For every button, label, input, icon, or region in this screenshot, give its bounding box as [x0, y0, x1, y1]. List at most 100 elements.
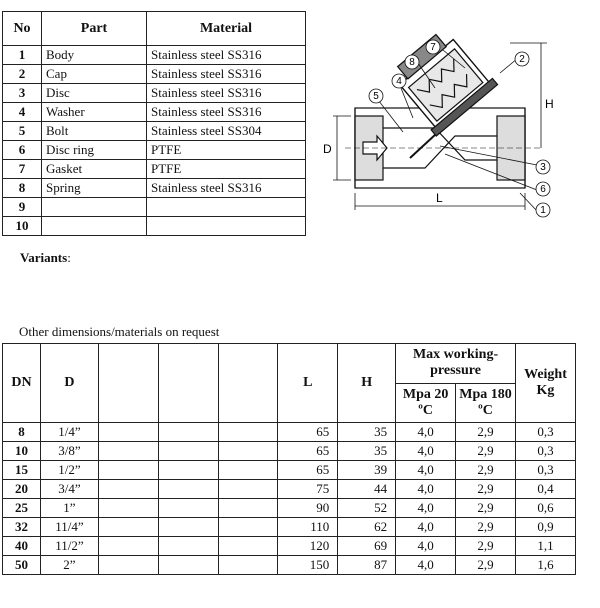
- dims-cell-dn: 20: [2, 479, 41, 499]
- dims-cell-p20: 4,0: [395, 555, 457, 575]
- dims-cell-p20: 4,0: [395, 479, 457, 499]
- header-max-pressure: Max working-pressure: [395, 343, 516, 384]
- dims-cell-dn: 25: [2, 498, 41, 518]
- part-name: Washer: [41, 102, 147, 122]
- part-material: Stainless steel SS316: [146, 64, 306, 84]
- callout-2: 2: [519, 54, 525, 65]
- dims-cell-d: 1”: [39, 498, 99, 518]
- dims-cell-kg: 1,1: [514, 536, 577, 556]
- dims-cell-p20: 4,0: [395, 498, 457, 518]
- dims-cell-h: 69: [337, 536, 397, 556]
- dims-cell-blank: [97, 460, 159, 480]
- dims-cell-dn: 32: [2, 517, 41, 537]
- part-no: 6: [2, 140, 42, 160]
- part-material: Stainless steel SS316: [146, 45, 306, 65]
- part-no: 1: [2, 45, 42, 65]
- part-material: Stainless steel SS316: [146, 83, 306, 103]
- callout-5: 5: [373, 91, 379, 102]
- dims-cell-p180: 2,9: [455, 517, 516, 537]
- dims-cell-blank: [217, 441, 279, 461]
- dims-cell-h: 52: [337, 498, 397, 518]
- part-name: Disc: [41, 83, 147, 103]
- header-blank-1: [97, 343, 159, 423]
- dims-cell-blank: [157, 536, 219, 556]
- dims-cell-l: 65: [277, 441, 339, 461]
- dims-cell-blank: [97, 422, 159, 442]
- header-l: L: [277, 343, 339, 423]
- part-material: PTFE: [146, 159, 306, 179]
- dims-cell-blank: [157, 517, 219, 537]
- dims-cell-p20: 4,0: [395, 517, 457, 537]
- dims-cell-l: 120: [277, 536, 339, 556]
- part-no: 10: [2, 216, 42, 236]
- dims-cell-dn: 15: [2, 460, 41, 480]
- dims-cell-l: 65: [277, 460, 339, 480]
- dims-cell-kg: 0,6: [514, 498, 577, 518]
- part-material: Stainless steel SS316: [146, 102, 306, 122]
- part-name: Spring: [41, 178, 147, 198]
- dims-cell-l: 90: [277, 498, 339, 518]
- dims-cell-h: 62: [337, 517, 397, 537]
- dims-cell-h: 39: [337, 460, 397, 480]
- dims-cell-blank: [157, 498, 219, 518]
- other-dimensions-note: Other dimensions/materials on request: [19, 324, 220, 339]
- dims-cell-l: 110: [277, 517, 339, 537]
- dims-cell-blank: [97, 555, 159, 575]
- header-mpa-180c: Mpa 180 ºC: [455, 382, 516, 423]
- header-part: Part: [41, 11, 147, 46]
- dims-cell-blank: [157, 441, 219, 461]
- dims-cell-blank: [217, 517, 279, 537]
- dims-cell-dn: 40: [2, 536, 41, 556]
- part-name: Body: [41, 45, 147, 65]
- part-name: Bolt: [41, 121, 147, 141]
- dims-cell-d: 11/2”: [39, 536, 99, 556]
- callout-7: 7: [430, 42, 436, 53]
- dims-cell-blank: [97, 479, 159, 499]
- parts-row: 10: [2, 216, 306, 236]
- dims-cell-l: 150: [277, 555, 339, 575]
- dims-cell-p20: 4,0: [395, 441, 457, 461]
- dims-cell-p180: 2,9: [455, 479, 516, 499]
- valve-cross-section-drawing: D H L 7 8 2 4 5 3 6 1: [323, 33, 554, 218]
- dims-cell-blank: [97, 517, 159, 537]
- header-dn: DN: [2, 343, 41, 423]
- part-name: [41, 216, 147, 236]
- part-material: Stainless steel SS304: [146, 121, 306, 141]
- dims-cell-blank: [157, 422, 219, 442]
- dims-cell-h: 87: [337, 555, 397, 575]
- dims-cell-kg: 0,9: [514, 517, 577, 537]
- dims-cell-d: 11/4”: [39, 517, 99, 537]
- dims-cell-dn: 10: [2, 441, 41, 461]
- dims-cell-d: 1/4”: [39, 422, 99, 442]
- header-d: D: [39, 343, 99, 423]
- part-name: Cap: [41, 64, 147, 84]
- header-weight: Weight Kg: [514, 343, 577, 423]
- part-name: [41, 197, 147, 217]
- dims-cell-p180: 2,9: [455, 555, 516, 575]
- dims-cell-blank: [217, 536, 279, 556]
- dims-cell-blank: [157, 555, 219, 575]
- part-no: 4: [2, 102, 42, 122]
- callout-4: 4: [396, 76, 402, 87]
- dims-cell-h: 35: [337, 422, 397, 442]
- part-no: 8: [2, 178, 42, 198]
- dims-cell-p20: 4,0: [395, 460, 457, 480]
- dims-cell-p20: 4,0: [395, 536, 457, 556]
- header-blank-3: [217, 343, 279, 423]
- dims-cell-p180: 2,9: [455, 536, 516, 556]
- dims-cell-d: 3/4”: [39, 479, 99, 499]
- part-name: Gasket: [41, 159, 147, 179]
- dims-cell-l: 65: [277, 422, 339, 442]
